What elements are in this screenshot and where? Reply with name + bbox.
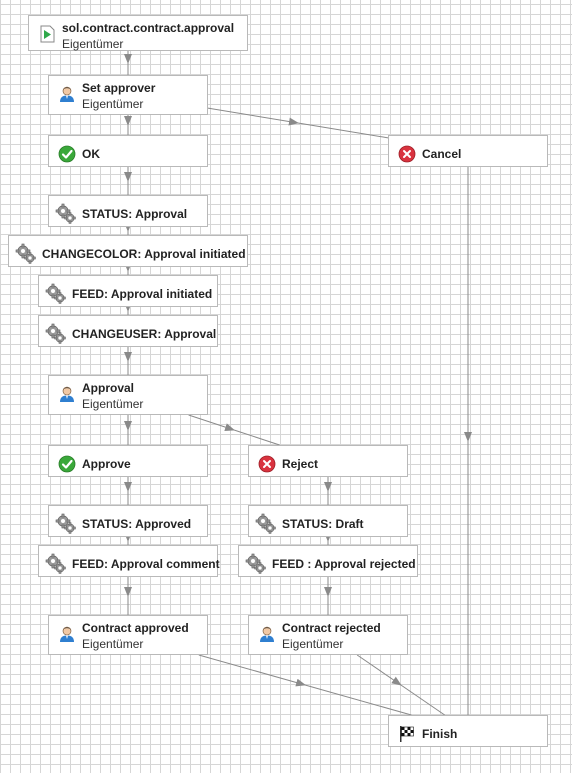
node-reject[interactable]: Reject <box>248 445 408 477</box>
gears-icon <box>255 513 277 535</box>
node-finish[interactable]: Finish <box>388 715 548 747</box>
gears-icon <box>45 553 67 575</box>
node-title: Set approver <box>82 81 156 95</box>
node-title: Contract approved <box>82 621 189 635</box>
node-title: Finish <box>422 727 458 741</box>
node-title: CHANGECOLOR: Approval initiated <box>42 247 246 261</box>
user-icon <box>58 385 76 403</box>
node-title: CHANGEUSER: Approval <box>72 327 217 341</box>
node-title: Cancel <box>422 147 462 161</box>
gears-icon <box>245 553 267 575</box>
play-start-icon <box>38 25 56 43</box>
node-feed-initiated[interactable]: FEED: Approval initiated <box>38 275 218 307</box>
node-contract-rejected[interactable]: Contract rejected Eigentümer <box>248 615 408 655</box>
node-status-draft[interactable]: STATUS: Draft <box>248 505 408 537</box>
check-icon <box>58 145 76 163</box>
node-subtitle: Eigentümer <box>282 637 344 651</box>
node-approve[interactable]: Approve <box>48 445 208 477</box>
node-title: Contract rejected <box>282 621 381 635</box>
node-approval[interactable]: Approval Eigentümer <box>48 375 208 415</box>
node-title: STATUS: Approved <box>82 517 192 531</box>
node-title: Approval <box>82 381 135 395</box>
node-contract-approved[interactable]: Contract approved Eigentümer <box>48 615 208 655</box>
node-title: sol.contract.contract.approval <box>62 21 235 35</box>
node-changeuser[interactable]: CHANGEUSER: Approval <box>38 315 218 347</box>
user-icon <box>58 85 76 103</box>
node-title: STATUS: Draft <box>282 517 364 531</box>
node-subtitle: Eigentümer <box>82 397 144 411</box>
node-title: FEED: Approval comment <box>72 557 220 571</box>
gears-icon <box>55 203 77 225</box>
user-icon <box>58 625 76 643</box>
node-title: Approve <box>82 457 131 471</box>
gears-icon <box>15 243 37 265</box>
edge-contract_approved-to-finish <box>198 654 412 716</box>
cancel-icon <box>258 455 276 473</box>
node-status-approval[interactable]: STATUS: Approval <box>48 195 208 227</box>
gears-icon <box>55 513 77 535</box>
node-status-approved[interactable]: STATUS: Approved <box>48 505 208 537</box>
node-title: STATUS: Approval <box>82 207 188 221</box>
node-title: Reject <box>282 457 319 471</box>
checkered-flag-icon <box>398 725 416 743</box>
check-icon <box>58 455 76 473</box>
node-ok[interactable]: OK <box>48 135 208 167</box>
edge-approval-to-reject <box>188 414 280 446</box>
gears-icon <box>45 323 67 345</box>
node-subtitle: Eigentümer <box>62 37 124 51</box>
user-icon <box>258 625 276 643</box>
node-feed-rejected[interactable]: FEED : Approval rejected <box>238 545 418 577</box>
node-subtitle: Eigentümer <box>82 97 144 111</box>
node-title: OK <box>82 147 100 161</box>
gears-icon <box>45 283 67 305</box>
node-title: FEED : Approval rejected <box>272 557 416 571</box>
node-title: FEED: Approval initiated <box>72 287 213 301</box>
node-set-approver[interactable]: Set approver Eigentümer <box>48 75 208 115</box>
edge-set_approver-to-cancel <box>207 107 389 139</box>
node-start[interactable]: sol.contract.contract.approval Eigentüme… <box>28 15 248 51</box>
node-changecolor[interactable]: CHANGECOLOR: Approval initiated <box>8 235 248 267</box>
node-cancel[interactable]: Cancel <box>388 135 548 167</box>
node-subtitle: Eigentümer <box>82 637 144 651</box>
cancel-icon <box>398 145 416 163</box>
edge-contract_rejected-to-finish <box>356 654 445 716</box>
node-feed-comment[interactable]: FEED: Approval comment <box>38 545 220 577</box>
